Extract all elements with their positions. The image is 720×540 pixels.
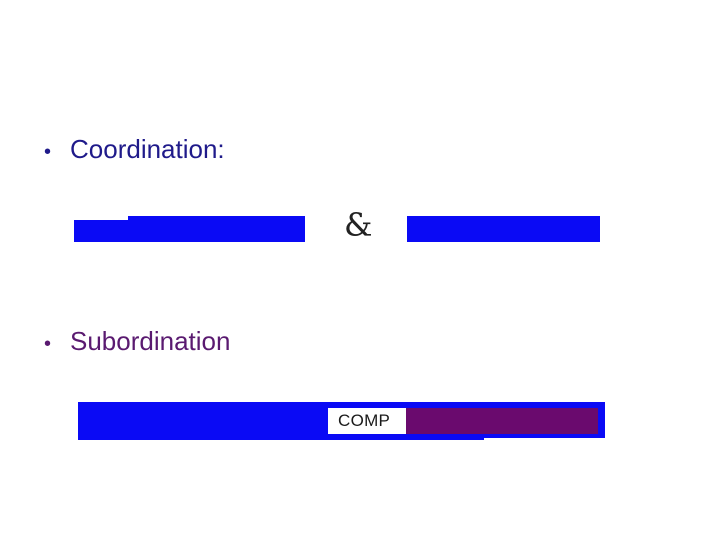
bullet-subordination: • Subordination	[44, 326, 230, 357]
coordination-right-bar	[407, 216, 600, 242]
bullet-marker: •	[44, 141, 52, 163]
bullet-coordination: • Coordination:	[44, 134, 225, 165]
comp-label-background	[328, 408, 406, 434]
bullet-text-subordination: Subordination	[70, 326, 231, 356]
coordination-left-bar-tab	[74, 220, 130, 242]
subordination-embedded-bar	[406, 408, 598, 434]
coordination-connector: &	[344, 206, 373, 244]
coordination-left-bar	[128, 216, 305, 242]
bullet-marker: •	[44, 333, 52, 355]
comp-label: COMP	[338, 411, 391, 430]
bullet-text-coordination: Coordination:	[70, 134, 225, 164]
